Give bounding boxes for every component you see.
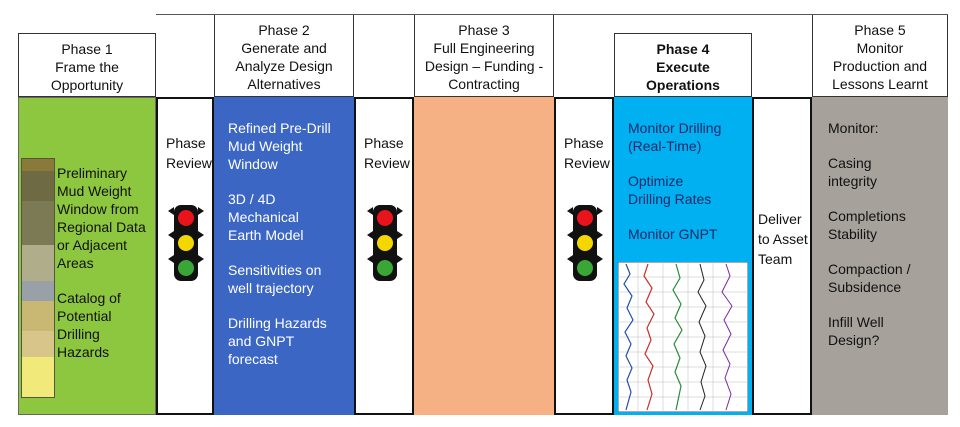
traffic-light-icon <box>168 205 204 281</box>
phase-1-column: Preliminary Mud Weight Window from Regio… <box>18 97 156 415</box>
phase-2-item-4: Drilling Hazards and GNPT forecast <box>228 315 327 367</box>
phase-review-3-label: Phase Review <box>564 135 610 171</box>
phase-5-item-2: Casing integrity <box>828 155 878 189</box>
phase-5-item-3: Completions Stability <box>828 208 906 242</box>
top-frame-line <box>156 14 948 15</box>
phase-4-item-1: Monitor Drilling (Real-Time) <box>628 120 722 154</box>
phase-5-item-5: Infill Well Design? <box>828 314 884 348</box>
phase-2-column: Refined Pre-Drill Mud Weight Window 3D /… <box>214 97 354 415</box>
phase-2-item-1: Refined Pre-Drill Mud Weight Window <box>228 120 331 172</box>
deliver-to-asset-team-column: Deliver to Asset Team <box>752 97 812 415</box>
traffic-light-icon <box>567 205 603 281</box>
phase-3-column <box>414 97 554 415</box>
phase-4-item-3: Monitor GNPT <box>628 226 718 242</box>
phase-1-item-1: Preliminary Mud Weight Window from Regio… <box>57 165 146 271</box>
phase-5-header: Phase 5 Monitor Production and Lessons L… <box>812 14 948 97</box>
phase-review-3: Phase Review <box>554 97 614 415</box>
traffic-light-icon <box>367 205 403 281</box>
phase-review-1: Phase Review <box>156 97 214 415</box>
deliver-label: Deliver to Asset Team <box>758 211 808 267</box>
phase-1-item-2: Catalog of Potential Drilling Hazards <box>57 290 121 360</box>
phase-5-column: Monitor: Casing integrity Completions St… <box>812 97 948 415</box>
phase-5-item-4: Compaction / Subsidence <box>828 261 911 295</box>
phase-2-item-3: Sensitivities on well trajectory <box>228 262 322 296</box>
phase-1-header: Phase 1 Frame the Opportunity <box>18 33 156 97</box>
phase-review-1-label: Phase Review <box>166 135 212 171</box>
phase-2-item-2: 3D / 4D Mechanical Earth Model <box>228 191 304 243</box>
phase-5-item-1: Monitor: <box>828 120 879 136</box>
phase-review-2: Phase Review <box>354 97 414 415</box>
phase-2-header: Phase 2 Generate and Analyze Design Alte… <box>214 14 354 97</box>
phase-4-column: Monitor Drilling (Real-Time) Optimize Dr… <box>614 97 752 415</box>
well-log-image <box>618 262 748 412</box>
phase-3-header: Phase 3 Full Engineering Design – Fundin… <box>414 14 554 97</box>
phase-4-item-2: Optimize Drilling Rates <box>628 173 712 207</box>
stratigraphy-column-image <box>21 158 55 398</box>
phase-review-2-label: Phase Review <box>364 135 410 171</box>
phase-4-header: Phase 4 Execute Operations <box>614 33 752 97</box>
